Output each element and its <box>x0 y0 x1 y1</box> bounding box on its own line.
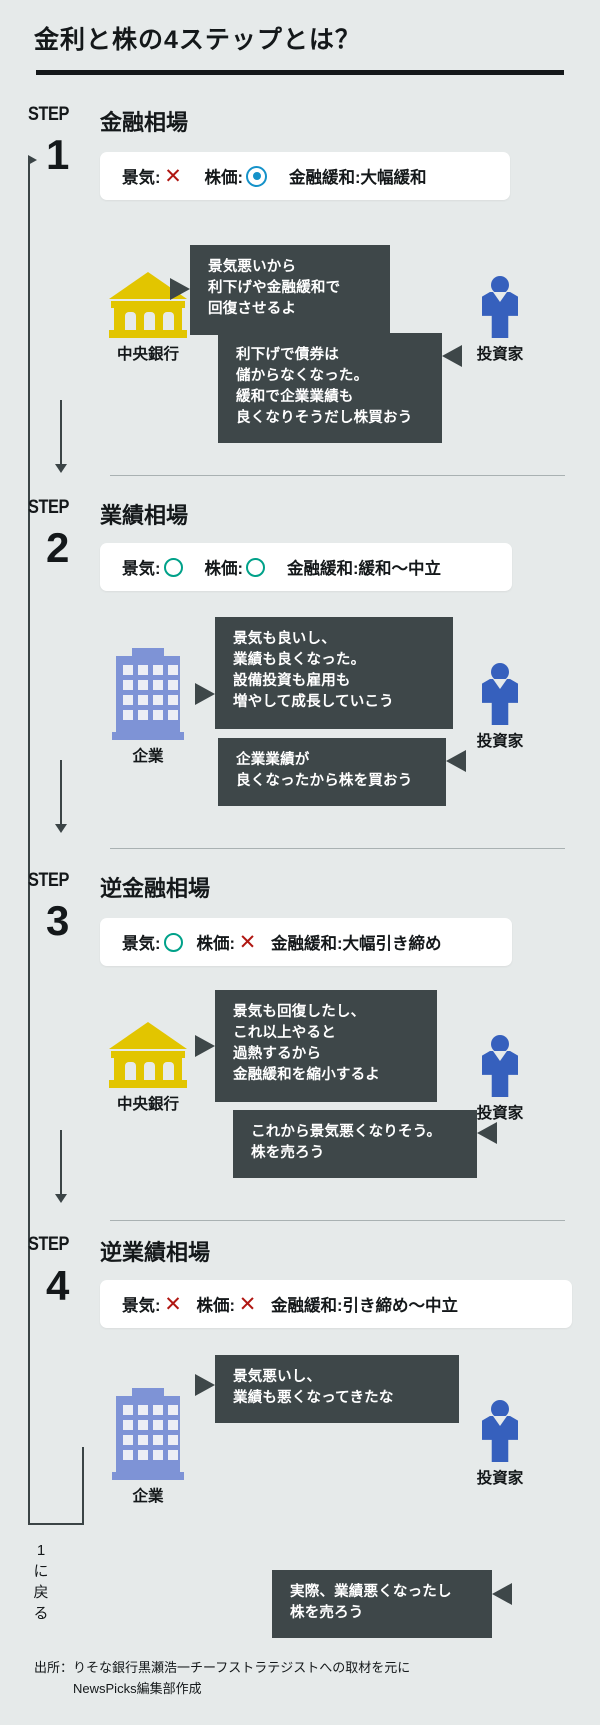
status-kabuka-2: 株価: <box>205 555 265 579</box>
investor-icon <box>482 1400 518 1462</box>
step-word-2: STEP <box>28 497 69 518</box>
bubble-right-3: これから景気悪くなりそう。 株を売ろう <box>233 1110 477 1178</box>
loop-rail-bottom <box>28 1523 84 1525</box>
status-kinyu-value-4: 引き締め〜中立 <box>342 1297 459 1315</box>
double-circle-icon <box>246 165 267 187</box>
investor-icon <box>482 663 518 725</box>
actor-left-4: 企業 <box>105 1388 191 1506</box>
actor-right-3: 投資家 <box>462 1035 538 1123</box>
bank-icon <box>109 1022 187 1088</box>
status-kinyu-value-3: 大幅引き締め <box>342 935 442 953</box>
actor-right-caption-4: 投資家 <box>476 1470 524 1487</box>
investor-icon <box>482 1035 518 1097</box>
page-title: 金利と株の4ステップとは？ <box>34 26 361 54</box>
company-icon <box>112 648 184 740</box>
actor-left-3: 中央銀行 <box>100 1022 196 1114</box>
status-kinyu-value-2: 緩和〜中立 <box>358 560 442 578</box>
circle-icon <box>246 557 265 577</box>
connector-2-3 <box>55 760 67 840</box>
status-kabuka-4: 株価: ✕ <box>196 1292 257 1316</box>
status-pill-4: 景気: ✕ 株価: ✕ 金融緩和: 引き締め〜中立 <box>100 1280 572 1328</box>
cross-icon: ✕ <box>164 1292 182 1316</box>
actor-left-caption-2: 企業 <box>132 748 164 765</box>
actor-left-2: 企業 <box>105 648 191 766</box>
loop-rail-riser <box>82 1447 84 1525</box>
investor-icon <box>482 276 518 338</box>
divider-1 <box>110 475 565 476</box>
cross-icon: ✕ <box>164 164 182 188</box>
status-kabuka-3: 株価: ✕ <box>196 930 257 954</box>
status-pill-1: 景気: ✕ 株価: 金融緩和: 大幅緩和 <box>100 152 510 200</box>
status-kinyu-3: 金融緩和: 大幅引き締め <box>271 930 442 954</box>
connector-1-2 <box>55 400 67 480</box>
bubble-left-1: 景気悪いから 利下げや金融緩和で 回復させるよ <box>190 245 390 335</box>
bubble-right-2: 企業業績が 良くなったから株を買おう <box>218 738 446 806</box>
actor-right-caption-3: 投資家 <box>476 1105 524 1122</box>
loop-rail-vertical <box>28 163 30 1525</box>
bubble-left-4: 景気悪いし、 業績も悪くなってきたな <box>215 1355 459 1423</box>
bubble-right-tail-3 <box>477 1122 497 1144</box>
status-kinyu-4: 金融緩和: 引き締め〜中立 <box>271 1292 458 1316</box>
step-number-3: 3 <box>46 897 70 944</box>
status-kinyu-value-1: 大幅緩和 <box>360 169 427 187</box>
step-number-1: 1 <box>46 131 70 178</box>
actor-right-4: 投資家 <box>462 1400 538 1488</box>
circle-icon <box>163 557 183 577</box>
bubble-left-2: 景気も良いし、 業績も良くなった。 設備投資も雇用も 増やして成長していこう <box>215 617 453 729</box>
divider-2 <box>110 848 565 849</box>
status-keiki-1: 景気: ✕ <box>122 164 182 188</box>
loop-rail: 1 に 戻 る <box>0 0 110 1725</box>
circle-icon <box>163 932 183 952</box>
step-number-2: 2 <box>46 524 70 571</box>
bubble-left-tail-1 <box>170 278 190 300</box>
step-word-3: STEP <box>28 870 69 891</box>
status-kinyu-2: 金融緩和: 緩和〜中立 <box>287 555 441 579</box>
status-keiki-4: 景気: ✕ <box>122 1292 182 1316</box>
status-pill-2: 景気: 株価: 金融緩和: 緩和〜中立 <box>100 543 512 591</box>
actor-left-caption-3: 中央銀行 <box>116 1096 179 1113</box>
bubble-left-3: 景気も回復したし、 これ以上やると 過熱するから 金融緩和を縮小するよ <box>215 990 437 1102</box>
step-name-1: 金融相場 <box>100 110 189 135</box>
status-kinyu-1: 金融緩和: 大幅緩和 <box>289 164 427 188</box>
actor-right-caption-1: 投資家 <box>476 346 524 363</box>
status-pill-3: 景気: 株価: ✕ 金融緩和: 大幅引き締め <box>100 918 512 966</box>
cross-icon: ✕ <box>238 930 257 954</box>
bubble-right-4: 実際、業績悪くなったし 株を売ろう <box>272 1570 492 1638</box>
bubble-left-tail-4 <box>195 1374 215 1396</box>
actor-right-2: 投資家 <box>462 663 538 751</box>
divider-3 <box>110 1220 565 1221</box>
source-note: 出所：りそな銀行黒瀬浩一チーフストラテジストへの取材を元に NewsPicks編… <box>34 1660 411 1696</box>
actor-right-1: 投資家 <box>462 276 538 364</box>
bubble-left-tail-2 <box>195 683 215 705</box>
bubble-right-tail-4 <box>492 1583 512 1605</box>
status-kabuka-1: 株価: <box>205 164 267 188</box>
step-name-3: 逆金融相場 <box>100 876 211 901</box>
status-keiki-2: 景気: <box>122 555 183 579</box>
title-rule <box>36 70 564 75</box>
step-name-4: 逆業績相場 <box>100 1240 211 1265</box>
bubble-right-tail-2 <box>446 750 466 772</box>
company-icon <box>112 1388 184 1480</box>
connector-3-4 <box>55 1130 67 1210</box>
step-number-4: 4 <box>46 1262 70 1309</box>
step-name-2: 業績相場 <box>100 503 189 528</box>
status-keiki-3: 景気: <box>122 930 183 954</box>
actor-right-caption-2: 投資家 <box>476 733 524 750</box>
loop-label: 1 に 戻 る <box>33 1542 49 1622</box>
step-word-1: STEP <box>28 104 69 125</box>
bubble-right-1: 利下げで債券は 儲からなくなった。 緩和で企業業績も 良くなりそうだし株買おう <box>218 333 442 443</box>
cross-icon: ✕ <box>238 1292 257 1316</box>
bubble-right-tail-1 <box>442 345 462 367</box>
actor-left-caption-1: 中央銀行 <box>116 346 179 363</box>
actor-left-caption-4: 企業 <box>132 1488 164 1505</box>
bubble-left-tail-3 <box>195 1035 215 1057</box>
step-word-4: STEP <box>28 1234 69 1255</box>
loop-arrow-icon <box>28 155 37 165</box>
actor-left-1: 中央銀行 <box>100 272 196 364</box>
